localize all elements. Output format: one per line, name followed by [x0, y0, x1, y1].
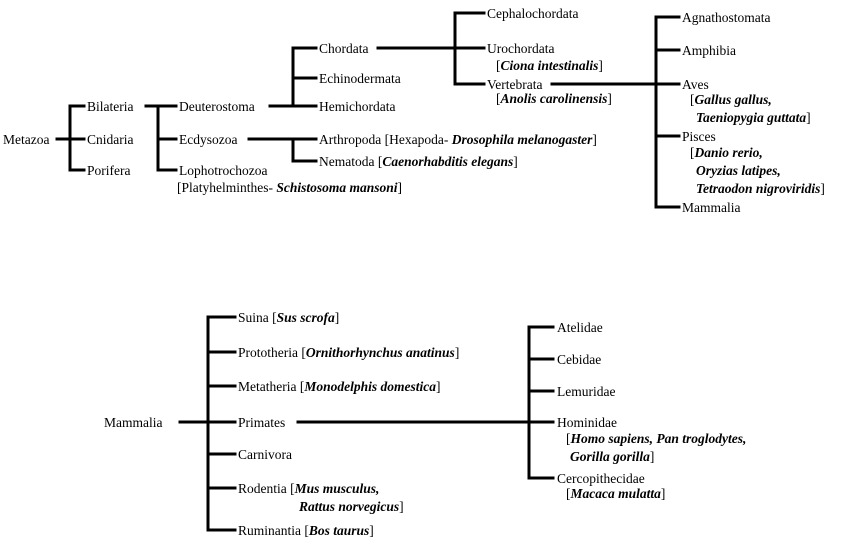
- label-agnathostomata: Agnathostomata: [682, 10, 770, 25]
- label-cebidae: Cebidae: [557, 352, 601, 367]
- label-pisces-species-3: Tetraodon nigroviridis]: [696, 181, 825, 196]
- label-lophotrochozoa: Lophotrochozoa: [179, 163, 267, 178]
- label-pisces-species-2: Oryzias latipes,: [696, 163, 781, 178]
- label-deuterostoma: Deuterostoma: [179, 99, 255, 114]
- label-suina: Suina [Sus scrofa]: [238, 310, 339, 325]
- label-porifera: Porifera: [87, 163, 130, 178]
- label-rodentia-species-2: Rattus norvegicus]: [298, 499, 404, 514]
- label-mammalia-root: Mammalia: [104, 415, 162, 430]
- label-cephalochordata: Cephalochordata: [487, 6, 578, 21]
- metazoa-tree: Metazoa Bilateria Cnidaria Porifera Deut…: [3, 6, 825, 215]
- label-lemuridae: Lemuridae: [557, 384, 615, 399]
- label-nematoda: Nematoda [Caenorhabditis elegans]: [319, 154, 518, 169]
- label-aves-species-1: [Gallus gallus,: [690, 92, 772, 107]
- label-hemichordata: Hemichordata: [319, 99, 395, 114]
- label-mammalia-top: Mammalia: [682, 200, 740, 215]
- label-urochordata-species: [Ciona intestinalis]: [496, 58, 603, 73]
- label-ruminantia: Ruminantia [Bos taurus]: [238, 523, 374, 538]
- label-primates: Primates: [238, 415, 285, 430]
- label-vertebrata-species: [Anolis carolinensis]: [496, 91, 612, 106]
- label-cnidaria: Cnidaria: [87, 132, 134, 147]
- label-carnivora: Carnivora: [238, 447, 292, 462]
- label-cercopithecidae-species: [Macaca mulatta]: [566, 486, 665, 501]
- label-hominidae-species-1: [Homo sapiens, Pan troglodytes,: [566, 431, 746, 446]
- label-pisces: Pisces: [682, 129, 716, 144]
- label-aves: Aves: [682, 77, 709, 92]
- label-atelidae: Atelidae: [557, 320, 603, 335]
- label-aves-species-2: Taeniopygia guttata]: [696, 110, 811, 125]
- label-arthropoda: Arthropoda [Hexapoda- Drosophila melanog…: [319, 132, 597, 147]
- label-rodentia: Rodentia [Mus musculus,: [238, 481, 379, 496]
- label-chordata: Chordata: [319, 41, 369, 56]
- label-echinodermata: Echinodermata: [319, 71, 401, 86]
- label-pisces-species-1: [Danio rerio,: [690, 145, 763, 160]
- label-bilateria: Bilateria: [87, 99, 133, 114]
- label-metazoa: Metazoa: [3, 132, 49, 147]
- label-lophotrochozoa-note: [Platyhelminthes- Schistosoma mansoni]: [177, 180, 402, 195]
- label-hominidae: Hominidae: [557, 415, 617, 430]
- label-metatheria: Metatheria [Monodelphis domestica]: [238, 379, 440, 394]
- label-hominidae-species-2: Gorilla gorilla]: [570, 449, 654, 464]
- label-urochordata: Urochordata: [487, 41, 554, 56]
- label-vertebrata: Vertebrata: [487, 77, 542, 92]
- mammalia-tree: Mammalia Suina [Sus scrofa] Prototheria …: [104, 310, 746, 538]
- label-ecdysozoa: Ecdysozoa: [179, 132, 237, 147]
- label-cercopithecidae: Cercopithecidae: [557, 471, 645, 486]
- label-prototheria: Prototheria [Ornithorhynchus anatinus]: [238, 345, 459, 360]
- label-amphibia: Amphibia: [682, 43, 736, 58]
